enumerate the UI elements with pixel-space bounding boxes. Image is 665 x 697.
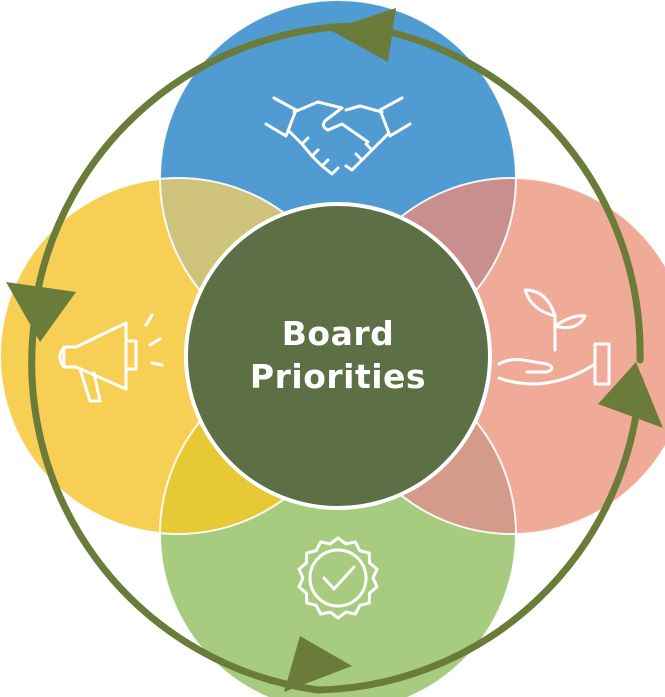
arc-arrow-bottom-left [28,306,322,694]
center-title-line1: Board [282,314,395,353]
plant-in-hand-icon [497,288,611,386]
cycle-arrowheads [6,8,663,692]
arc-arrow-top-left [32,22,364,304]
arc-arrow-bottom-right [314,376,644,694]
arrowhead-right [598,362,663,428]
arrowhead-left [6,282,76,342]
megaphone-icon [58,313,164,403]
center-title-line2: Priorities [250,357,426,396]
cycle-arrows [28,22,644,694]
handshake-icon [264,96,412,176]
center-circle [184,202,492,510]
arrowhead-top [330,8,396,62]
arc-arrow-top-right [356,22,644,364]
checkmark-badge-icon [297,536,379,620]
arrowhead-bottom [284,636,352,692]
